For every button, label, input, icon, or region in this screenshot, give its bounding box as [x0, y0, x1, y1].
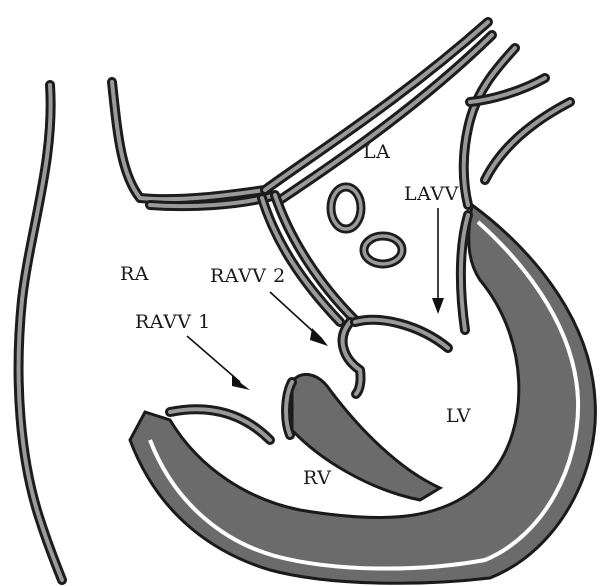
vessel-ring-upper	[331, 187, 361, 229]
label-ravv2: RAVV 2	[210, 265, 286, 287]
label-ravv1: RAVV 1	[135, 311, 211, 333]
atrial-septum	[262, 195, 355, 322]
vessel-ring-lower	[364, 236, 402, 264]
left-av-valve-leaflet	[461, 215, 468, 330]
pulmonary-veins	[464, 48, 570, 205]
right-av-valve-leaflets	[170, 382, 292, 440]
label-lavv: LAVV	[404, 183, 459, 205]
label-lv: LV	[446, 405, 471, 427]
great-vessel-wall	[150, 22, 492, 206]
arrow-lavv	[432, 208, 444, 314]
left-outer-wall	[19, 85, 62, 580]
ventricular-myocardium	[130, 205, 595, 583]
right-atrium-upper-wall	[112, 82, 265, 199]
label-la: LA	[363, 141, 390, 163]
central-valve-leaflets	[343, 320, 448, 394]
arrow-ravv1	[187, 336, 250, 390]
label-rv: RV	[303, 467, 331, 489]
label-ra: RA	[120, 263, 149, 285]
